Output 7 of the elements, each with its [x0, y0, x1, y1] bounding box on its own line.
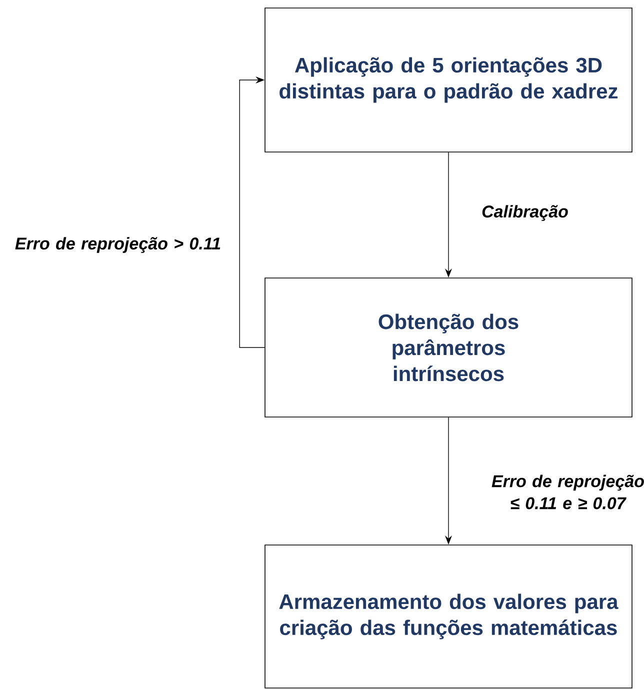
edge-label: Calibração: [482, 205, 568, 221]
process-box: Aplicação de 5 orientações 3D distintas para o padrão de xadrez: [264, 8, 632, 152]
arrow: [239, 76, 265, 348]
edge-label: Erro de reprojeção > 0.11: [15, 237, 220, 253]
edge-label: Erro de reprojeção ≤ 0.11 e ≥ 0.07: [492, 474, 644, 510]
process-box: Obtenção dos parâmetros intrínsecos: [264, 278, 632, 418]
process-box: Armazenamento dos valores para criação das funções matemáticas: [264, 544, 632, 688]
